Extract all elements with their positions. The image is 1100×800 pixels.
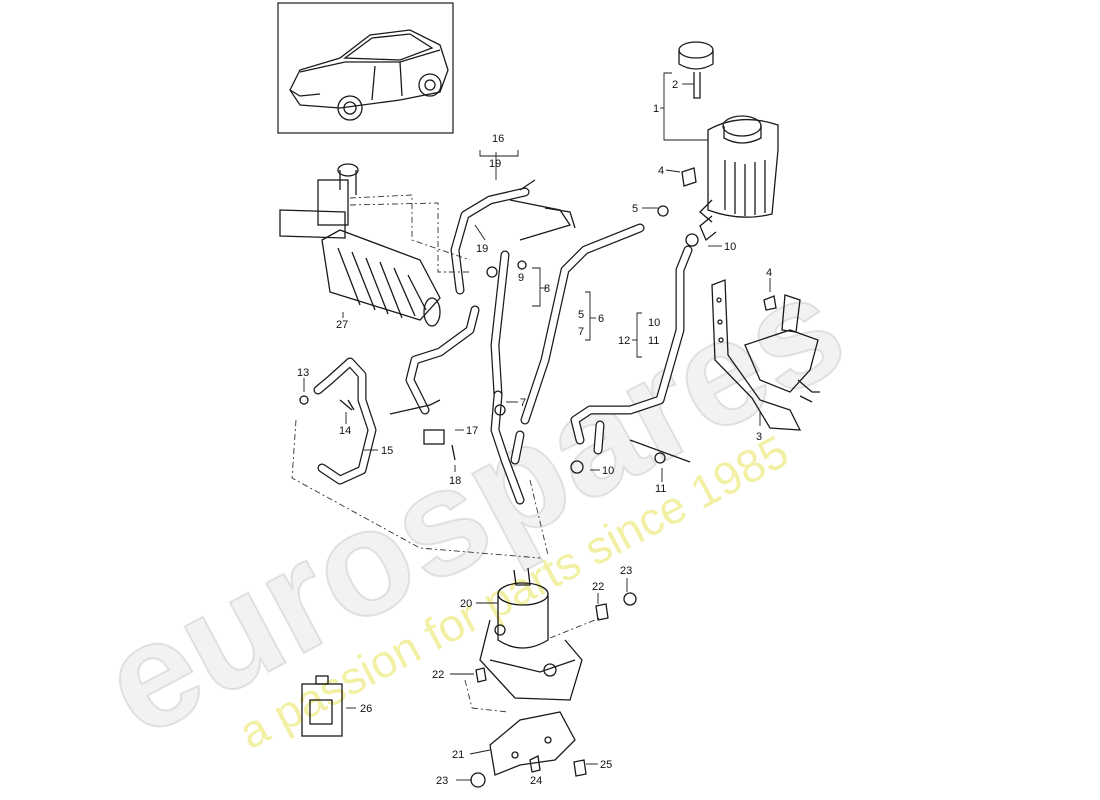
vehicle-thumbnail: [277, 2, 454, 134]
power-steering-pump: [479, 567, 583, 701]
callout-23-right: 23: [620, 565, 632, 577]
pump-bracket: [489, 711, 576, 776]
callout-8: 8: [544, 283, 550, 295]
leader-lines: [303, 72, 771, 781]
callout-10-low: 10: [602, 465, 614, 477]
callout-5-mid: 5: [578, 309, 584, 321]
callout-23-left: 23: [436, 775, 448, 787]
reference-lines: [291, 194, 601, 713]
callout-13: 13: [297, 367, 309, 379]
callout-27: 27: [336, 319, 348, 331]
callout-7-low: 7: [520, 397, 526, 409]
callout-6: 6: [598, 313, 604, 325]
callout-22-left: 22: [432, 669, 444, 681]
callout-21: 21: [452, 749, 464, 761]
callout-15: 15: [381, 445, 393, 457]
callout-12: 12: [618, 335, 630, 347]
callout-25: 25: [600, 759, 612, 771]
callout-26: 26: [360, 703, 372, 715]
callout-11-low: 11: [655, 483, 666, 495]
callout-4-top: 4: [658, 165, 664, 177]
callout-10-top: 10: [724, 241, 736, 253]
callout-9: 9: [518, 272, 524, 284]
callout-7-mid: 7: [578, 326, 584, 338]
callout-24: 24: [530, 775, 542, 787]
callout-22-right: 22: [592, 581, 604, 593]
callout-11-mid: 11: [648, 335, 659, 347]
callout-19-top: 19: [489, 158, 501, 170]
reservoir-cap: [678, 41, 714, 99]
callout-20: 20: [460, 598, 472, 610]
callout-16: 16: [492, 133, 504, 145]
callouts: 1 2 3 4 4 5 5 6 7 7 8 9 10 10 10 11 11 1…: [297, 79, 772, 787]
steering-gear: [279, 163, 441, 327]
callout-17: 17: [466, 425, 478, 437]
callout-4-right: 4: [766, 267, 772, 279]
callout-19-mid: 19: [476, 243, 488, 255]
callout-10-mid: 10: [648, 317, 660, 329]
fasteners: [347, 167, 777, 788]
callout-5-top: 5: [632, 203, 638, 215]
reservoir: [699, 115, 779, 242]
callout-1: 1: [653, 103, 659, 115]
hoses: [405, 179, 693, 505]
callout-14: 14: [339, 425, 351, 437]
callout-3: 3: [756, 431, 762, 443]
callout-2: 2: [672, 79, 678, 91]
pressure-lines: [299, 357, 456, 485]
reservoir-bracket: [711, 279, 820, 431]
fluid-can: [301, 675, 343, 737]
callout-18: 18: [449, 475, 461, 487]
